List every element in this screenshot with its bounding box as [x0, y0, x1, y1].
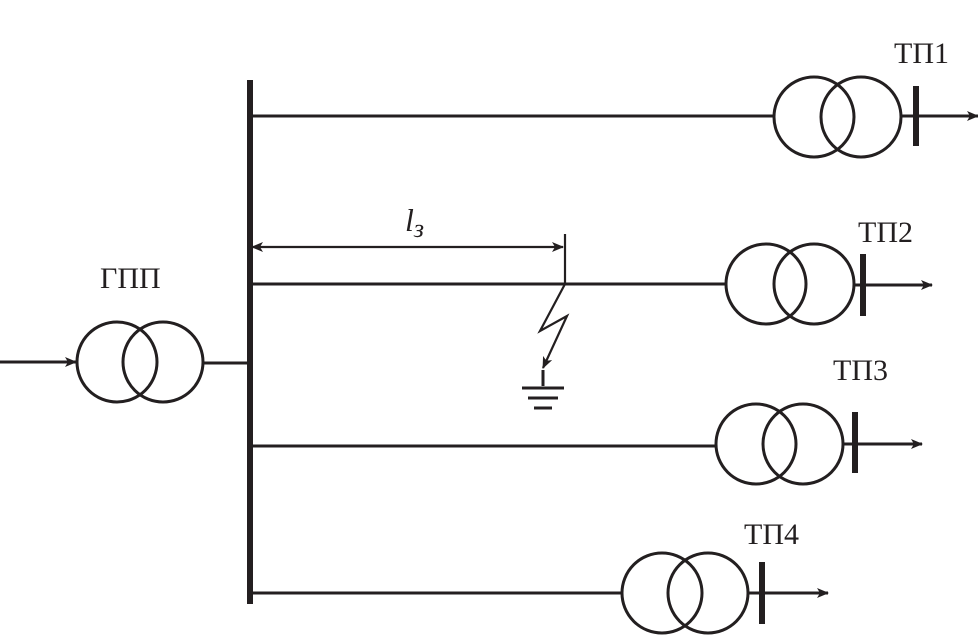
distance-subscript: з — [413, 214, 424, 243]
fault-distance-dimension — [251, 234, 567, 284]
tp3-label: ТП3 — [833, 354, 888, 387]
tp1-label: ТП1 — [894, 37, 949, 70]
feeder-tp4 — [250, 551, 829, 635]
feeder-tp3 — [250, 402, 923, 486]
fault-distance-label: lз — [405, 202, 424, 243]
tp2-label: ТП2 — [858, 216, 913, 249]
main-transformer-gpp — [75, 320, 250, 404]
gpp-label: ГПП — [100, 262, 161, 295]
feeder-tp1 — [250, 75, 978, 159]
distance-symbol: l — [405, 202, 414, 238]
tp4-label: ТП4 — [744, 518, 799, 551]
feeder-tp2 — [250, 242, 933, 326]
ground-fault-symbol — [522, 283, 570, 410]
